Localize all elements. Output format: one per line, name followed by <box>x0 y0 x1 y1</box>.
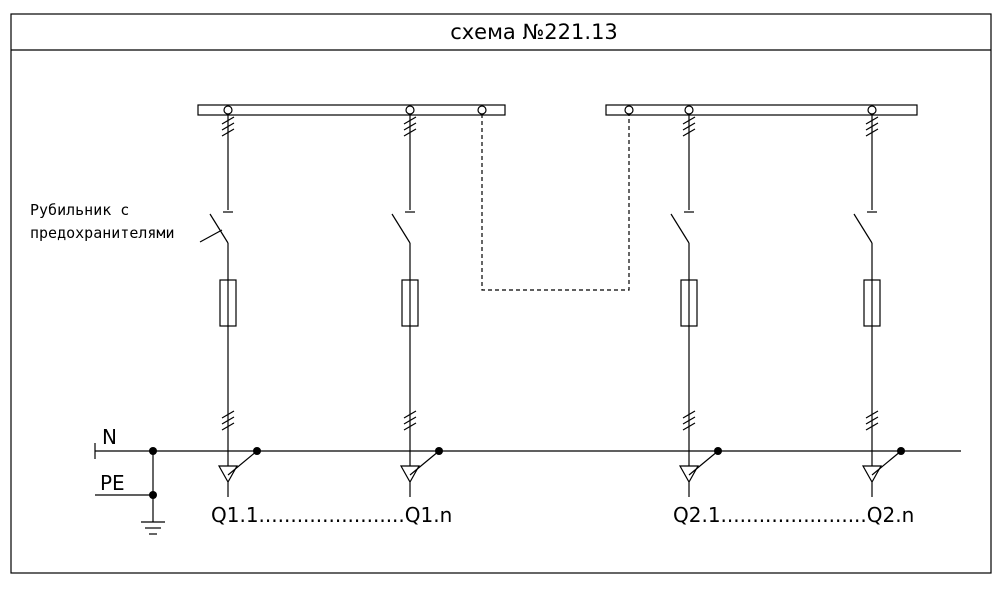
terminal-2 <box>405 105 415 115</box>
schema-title: схема №221.13 <box>450 20 618 44</box>
pe-bus-label: PE <box>100 471 125 495</box>
busbar-right <box>605 104 918 116</box>
ground-icon <box>141 521 165 535</box>
terminal-5 <box>684 105 694 115</box>
switch-label-line1: Рубильник с <box>30 201 129 219</box>
feeder-3 <box>670 114 722 497</box>
pe-junction-dot <box>149 491 157 499</box>
feeder-1 <box>209 114 261 497</box>
switch-label-leader <box>199 229 223 243</box>
outer-frame <box>10 13 992 574</box>
group1-label: Q1.1.......................Q1.n <box>211 503 452 527</box>
n-junction-dot <box>149 447 157 455</box>
bus-tie-dashed <box>481 114 630 291</box>
terminal-1 <box>223 105 233 115</box>
n-bus-label: N <box>102 425 117 449</box>
feeder-2 <box>391 114 443 497</box>
feeder-4 <box>853 114 905 497</box>
terminal-3 <box>477 105 487 115</box>
terminal-6 <box>867 105 877 115</box>
busbar-left <box>197 104 506 116</box>
terminal-4 <box>624 105 634 115</box>
switch-label-line2: предохранителями <box>30 224 175 242</box>
group2-label: Q2.1.......................Q2.n <box>673 503 914 527</box>
